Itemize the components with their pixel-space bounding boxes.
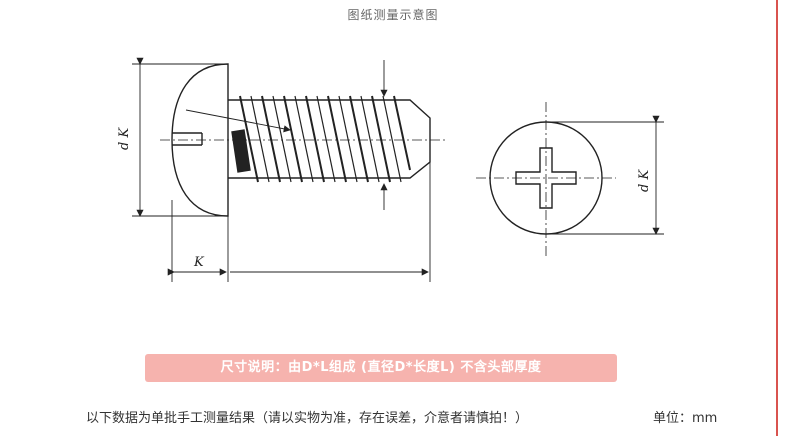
diagram-title: 图纸测量示意图 [347, 8, 439, 22]
head-view [476, 102, 616, 256]
dk-dimension-head [546, 115, 664, 235]
screw-drawing: d K K d K [117, 57, 664, 282]
right-divider [776, 0, 778, 436]
k-dimension [167, 162, 431, 282]
dimension-note-banner: 尺寸说明：由D*L组成 (直径D*长度L) 不含头部厚度 [145, 354, 617, 382]
k-label: K [193, 255, 205, 270]
dk-label-side: d K [117, 127, 132, 150]
dk-dimension-side [132, 57, 228, 217]
side-view [160, 63, 445, 217]
screw-threads [239, 95, 411, 183]
unit-label: 单位：mm [653, 411, 718, 426]
screw-shank [228, 99, 431, 179]
measurement-disclaimer: 以下数据为单批手工测量结果（请以实物为准，存在误差，介意者请慎拍！） [86, 411, 529, 426]
dk-label-head: d K [637, 169, 652, 192]
